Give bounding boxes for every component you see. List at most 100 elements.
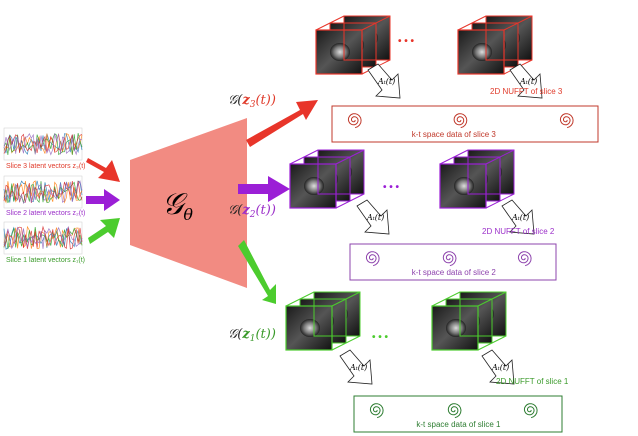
nufft-arrow: Aₜ(t) [339, 349, 373, 385]
latent-trace [3, 225, 83, 250]
operator-label: Aₜ(t) [366, 213, 384, 222]
cube-front-face [285, 305, 333, 351]
operator-label: Aₜ(t) [519, 77, 537, 86]
cube-edge [477, 291, 507, 307]
mri-heart [454, 177, 474, 195]
cube-edge [331, 291, 361, 307]
ellipsis-dots: • • • [383, 182, 400, 193]
kspace-box: k-t space data of slice 2 [349, 243, 557, 281]
cube-back-face [343, 15, 391, 61]
spiral-trajectory-icon [523, 403, 538, 419]
kspace-label: k-t space data of slice 1 [416, 420, 501, 429]
input-arrow-slice3 [86, 158, 120, 182]
cube-back-face [467, 149, 515, 195]
ellipsis-dots: • • • [372, 332, 389, 343]
latent-trace [3, 132, 83, 156]
nufft-arrow-shape [509, 63, 543, 99]
latent-waveform-slice2 [3, 175, 83, 209]
nufft-label: 2D NUFFT of slice 2 [482, 227, 555, 236]
output-row-slice3: 𝒢(z3(t))• • •Aₜ(t)Aₜ(t)2D NUFFT of slice… [228, 15, 599, 143]
cube-edge [289, 149, 319, 165]
cube-front-face [315, 29, 363, 75]
spiral-trajectory-icon [369, 403, 384, 419]
cube-edge [315, 15, 345, 31]
mri-frame-stack [285, 291, 361, 351]
nufft-arrow-shape [367, 63, 401, 99]
spiral-trajectory-icon [517, 251, 532, 267]
generator-trapezoid [130, 118, 247, 288]
latent-trace [3, 225, 83, 250]
cube-front-face [439, 163, 487, 209]
cube-edge [335, 149, 365, 165]
cube-back-face [313, 291, 361, 337]
nufft-arrow: Aₜ(t) [509, 63, 543, 99]
cube-edge [331, 335, 361, 351]
spiral-trajectory-icon [347, 113, 362, 129]
spiral-trajectory-icon [447, 403, 462, 419]
cube-front-face [457, 29, 505, 75]
output-arrow-slice3 [246, 100, 318, 147]
cube-front-face [289, 163, 337, 209]
latent-trace [3, 180, 83, 203]
kspace-box: k-t space data of slice 3 [331, 105, 599, 143]
kspace-label: k-t space data of slice 3 [412, 130, 497, 139]
mri-heart [472, 43, 492, 61]
generator-output-label: 𝒢(z1(t)) [228, 327, 276, 344]
input-arrow-slice2 [86, 189, 120, 211]
output-arrows [238, 100, 318, 304]
operator-label: Aₜ(t) [377, 77, 395, 86]
cube-edge [335, 193, 365, 209]
nufft-arrow: Aₜ(t) [501, 199, 535, 235]
latent-panel-slice2: Slice 2 latent vectors z₂(t) [3, 175, 85, 217]
cube-edge [431, 291, 461, 307]
latent-label-slice2: Slice 2 latent vectors z₂(t) [6, 210, 85, 217]
latent-trace [3, 180, 83, 204]
generator-symbol: 𝒢θ [162, 187, 193, 224]
generator-output-label: 𝒢(z3(t)) [228, 93, 276, 110]
output-row-slice1: 𝒢(z1(t))• • •Aₜ(t)Aₜ(t)2D NUFFT of slice… [228, 291, 569, 433]
nufft-arrow-shape [339, 349, 373, 385]
cube-edge [485, 149, 515, 165]
generator-network: 𝒢θ [130, 118, 247, 288]
spiral-trajectory-icon [559, 113, 574, 129]
kspace-box-frame [331, 105, 599, 143]
mri-frame-stack [457, 15, 533, 75]
ellipsis-dots: • • • [398, 36, 415, 47]
latent-panel-slice1: Slice 1 latent vectors z₁(t) [3, 221, 85, 264]
cube-back-face [459, 291, 507, 337]
cube-edge [457, 15, 487, 31]
nufft-arrow-shape [481, 349, 515, 385]
mri-frame-stack [289, 149, 365, 209]
cube-edge [485, 193, 515, 209]
latent-label-slice3: Slice 3 latent vectors z₃(t) [6, 163, 86, 170]
latent-waveform-slice3 [3, 127, 83, 161]
cube-back-face [485, 15, 533, 61]
mri-frame-stack [439, 149, 515, 209]
input-arrow-slice1 [88, 218, 120, 244]
spiral-trajectory-icon [365, 251, 380, 267]
nufft-arrow-shape [501, 199, 535, 235]
nufft-arrow: Aₜ(t) [367, 63, 401, 99]
operator-label: Aₜ(t) [491, 363, 509, 372]
mri-frame-stack [431, 291, 507, 351]
cube-front-face [431, 305, 479, 351]
mri-heart [330, 43, 350, 61]
mri-heart [300, 319, 320, 337]
mri-heart [446, 319, 466, 337]
kspace-box: k-t space data of slice 1 [353, 395, 563, 433]
latent-panel-slice3: Slice 3 latent vectors z₃(t) [3, 127, 86, 170]
output-arrow-slice1 [238, 240, 276, 304]
nufft-arrow: Aₜ(t) [481, 349, 515, 385]
output-arrow-slice2 [238, 176, 290, 202]
generator-output-label: 𝒢(z2(t)) [228, 203, 276, 220]
kspace-label: k-t space data of slice 2 [412, 268, 497, 277]
nufft-arrow: Aₜ(t) [356, 199, 390, 235]
cube-edge [503, 15, 533, 31]
cube-back-face [317, 149, 365, 195]
nufft-arrow-shape [356, 199, 390, 235]
latent-trace [3, 132, 83, 155]
operator-label: Aₜ(t) [511, 213, 529, 222]
mri-frame-stack [315, 15, 391, 75]
input-arrows [86, 158, 120, 244]
